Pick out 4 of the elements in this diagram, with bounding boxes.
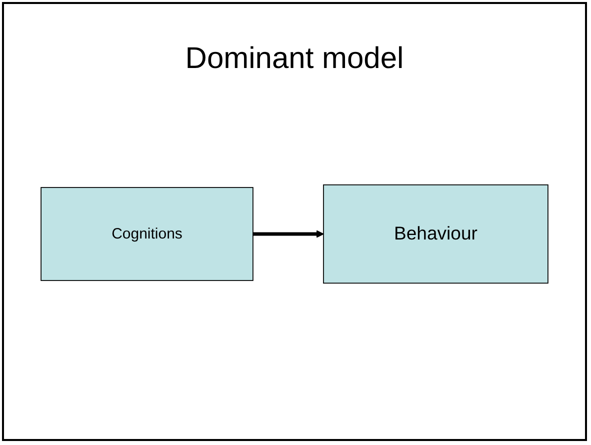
arrow: [252, 230, 324, 238]
process-box: Cognitions: [40, 187, 254, 281]
process-box: Behaviour: [323, 184, 548, 284]
slide-title: Dominant model: [184, 42, 405, 76]
